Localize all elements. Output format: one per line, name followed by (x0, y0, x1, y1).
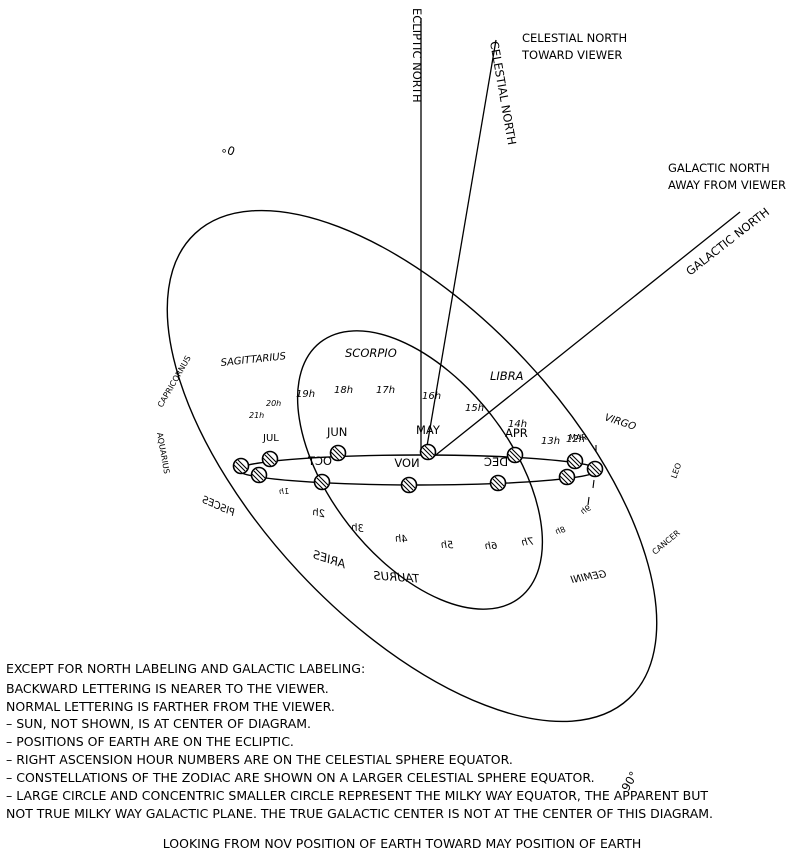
ra-12h: 12h (566, 434, 585, 445)
earth-marker-nov (400, 476, 418, 494)
celestial-north-note-line2: TOWARD VIEWER (521, 48, 622, 62)
galactic-zero-label: 0° (220, 141, 237, 159)
ra-8h: 8h (554, 525, 566, 536)
galactic-north-note-line2: AWAY FROM VIEWER (668, 178, 786, 192)
ra-17h: 17h (376, 385, 395, 396)
constellation-taurus: TAURUS (373, 568, 420, 585)
earth-marker-jul (261, 450, 279, 468)
constellation-sagittarius: SAGITTARIUS (220, 351, 287, 369)
earth-marker-mar (566, 452, 584, 470)
earth-marker-dec (489, 474, 507, 492)
note-line-7: – CONSTELLATIONS OF THE ZODIAC ARE SHOWN… (6, 770, 595, 785)
ra-6h: 6h (485, 541, 498, 552)
earth-marker-jun (329, 444, 347, 462)
galactic-north-label: GALACTIC NORTH (683, 205, 772, 279)
ra-19h: 19h (296, 389, 315, 400)
far-label-left: AQUARIUS (155, 432, 171, 475)
note-line-5: – POSITIONS OF EARTH ARE ON THE ECLIPTIC… (6, 734, 294, 749)
ra-9h: 9h (579, 503, 592, 516)
celestial-north-line (425, 39, 497, 453)
note-line-6: – RIGHT ASCENSION HOUR NUMBERS ARE ON TH… (6, 752, 513, 767)
far-label-cancer: CANCER (651, 528, 683, 557)
note-line-8: – LARGE CIRCLE AND CONCENTRIC SMALLER CI… (6, 788, 708, 803)
earth-marker-may (419, 443, 437, 461)
milky-way-small-ellipse (296, 330, 544, 610)
earth-marker-aug (232, 457, 250, 475)
earth-marker-feb (586, 460, 604, 478)
earth-marker-jan (558, 468, 576, 486)
note-line-3: NORMAL LETTERING IS FARTHER FROM THE VIE… (6, 699, 335, 714)
earth-marker-oct (313, 473, 331, 491)
ra-21h: 21h (249, 411, 264, 420)
ecliptic-north-label: ECLIPTIC NORTH (410, 8, 424, 103)
constellation-aries: ARIES (311, 547, 348, 571)
celestial-north-note-line1: CELESTIAL NORTH (522, 31, 627, 45)
constellation-libra: LIBRA (490, 369, 524, 383)
month-mar: MAR (569, 433, 587, 442)
galactic-north-line (431, 211, 741, 459)
constellation-gemini: GEMINI (570, 569, 607, 586)
earth-marker-apr (506, 446, 524, 464)
ra-18h: 18h (334, 385, 353, 396)
month-dec: DEC (484, 455, 508, 469)
earth-marker-sep (250, 466, 268, 484)
ra-2h: 2h (311, 507, 326, 520)
ra-5h: 5h (441, 540, 454, 551)
month-nov: NOV (394, 456, 419, 470)
ra-14h: 14h (508, 419, 527, 430)
ra-1h: 1h (279, 487, 289, 496)
earth-markers (232, 443, 604, 494)
milky-way-large-ellipse (166, 209, 658, 723)
constellation-pisces: PISCES (199, 494, 236, 519)
caption: LOOKING FROM NOV POSITION OF EARTH TOWAR… (163, 836, 641, 851)
ra-3h: 3h (350, 522, 364, 535)
ra-20h: 20h (266, 399, 281, 408)
constellation-scorpio: SCORPIO (345, 346, 397, 360)
month-apr: APR (505, 426, 528, 440)
celestial-north-label: CELESTIAL NORTH (487, 40, 519, 146)
month-oct: OCT (307, 454, 332, 468)
constellation-virgo: VIRGO (603, 412, 637, 433)
ra-16h: 16h (422, 391, 441, 402)
galactic-north-note-line1: GALACTIC NORTH (668, 161, 770, 175)
ra-15h: 15h (465, 403, 484, 414)
month-may: MAY (416, 423, 441, 437)
far-label-right: LEO (669, 462, 683, 480)
note-line-9: NOT TRUE MILKY WAY GALACTIC PLANE. THE T… (6, 806, 713, 821)
note-line-2: BACKWARD LETTERING IS NEARER TO THE VIEW… (6, 681, 329, 696)
ra-7h: 7h (521, 536, 535, 548)
note-line-1: EXCEPT FOR NORTH LABELING AND GALACTIC L… (6, 661, 365, 676)
month-jul: JUL (262, 433, 279, 444)
ra-13h: 13h (541, 436, 560, 447)
month-jun: JUN (326, 425, 347, 439)
note-line-4: – SUN, NOT SHOWN, IS AT CENTER OF DIAGRA… (6, 716, 311, 731)
earth-axis-ticks (587, 445, 597, 506)
ra-4h: 4h (394, 533, 408, 545)
